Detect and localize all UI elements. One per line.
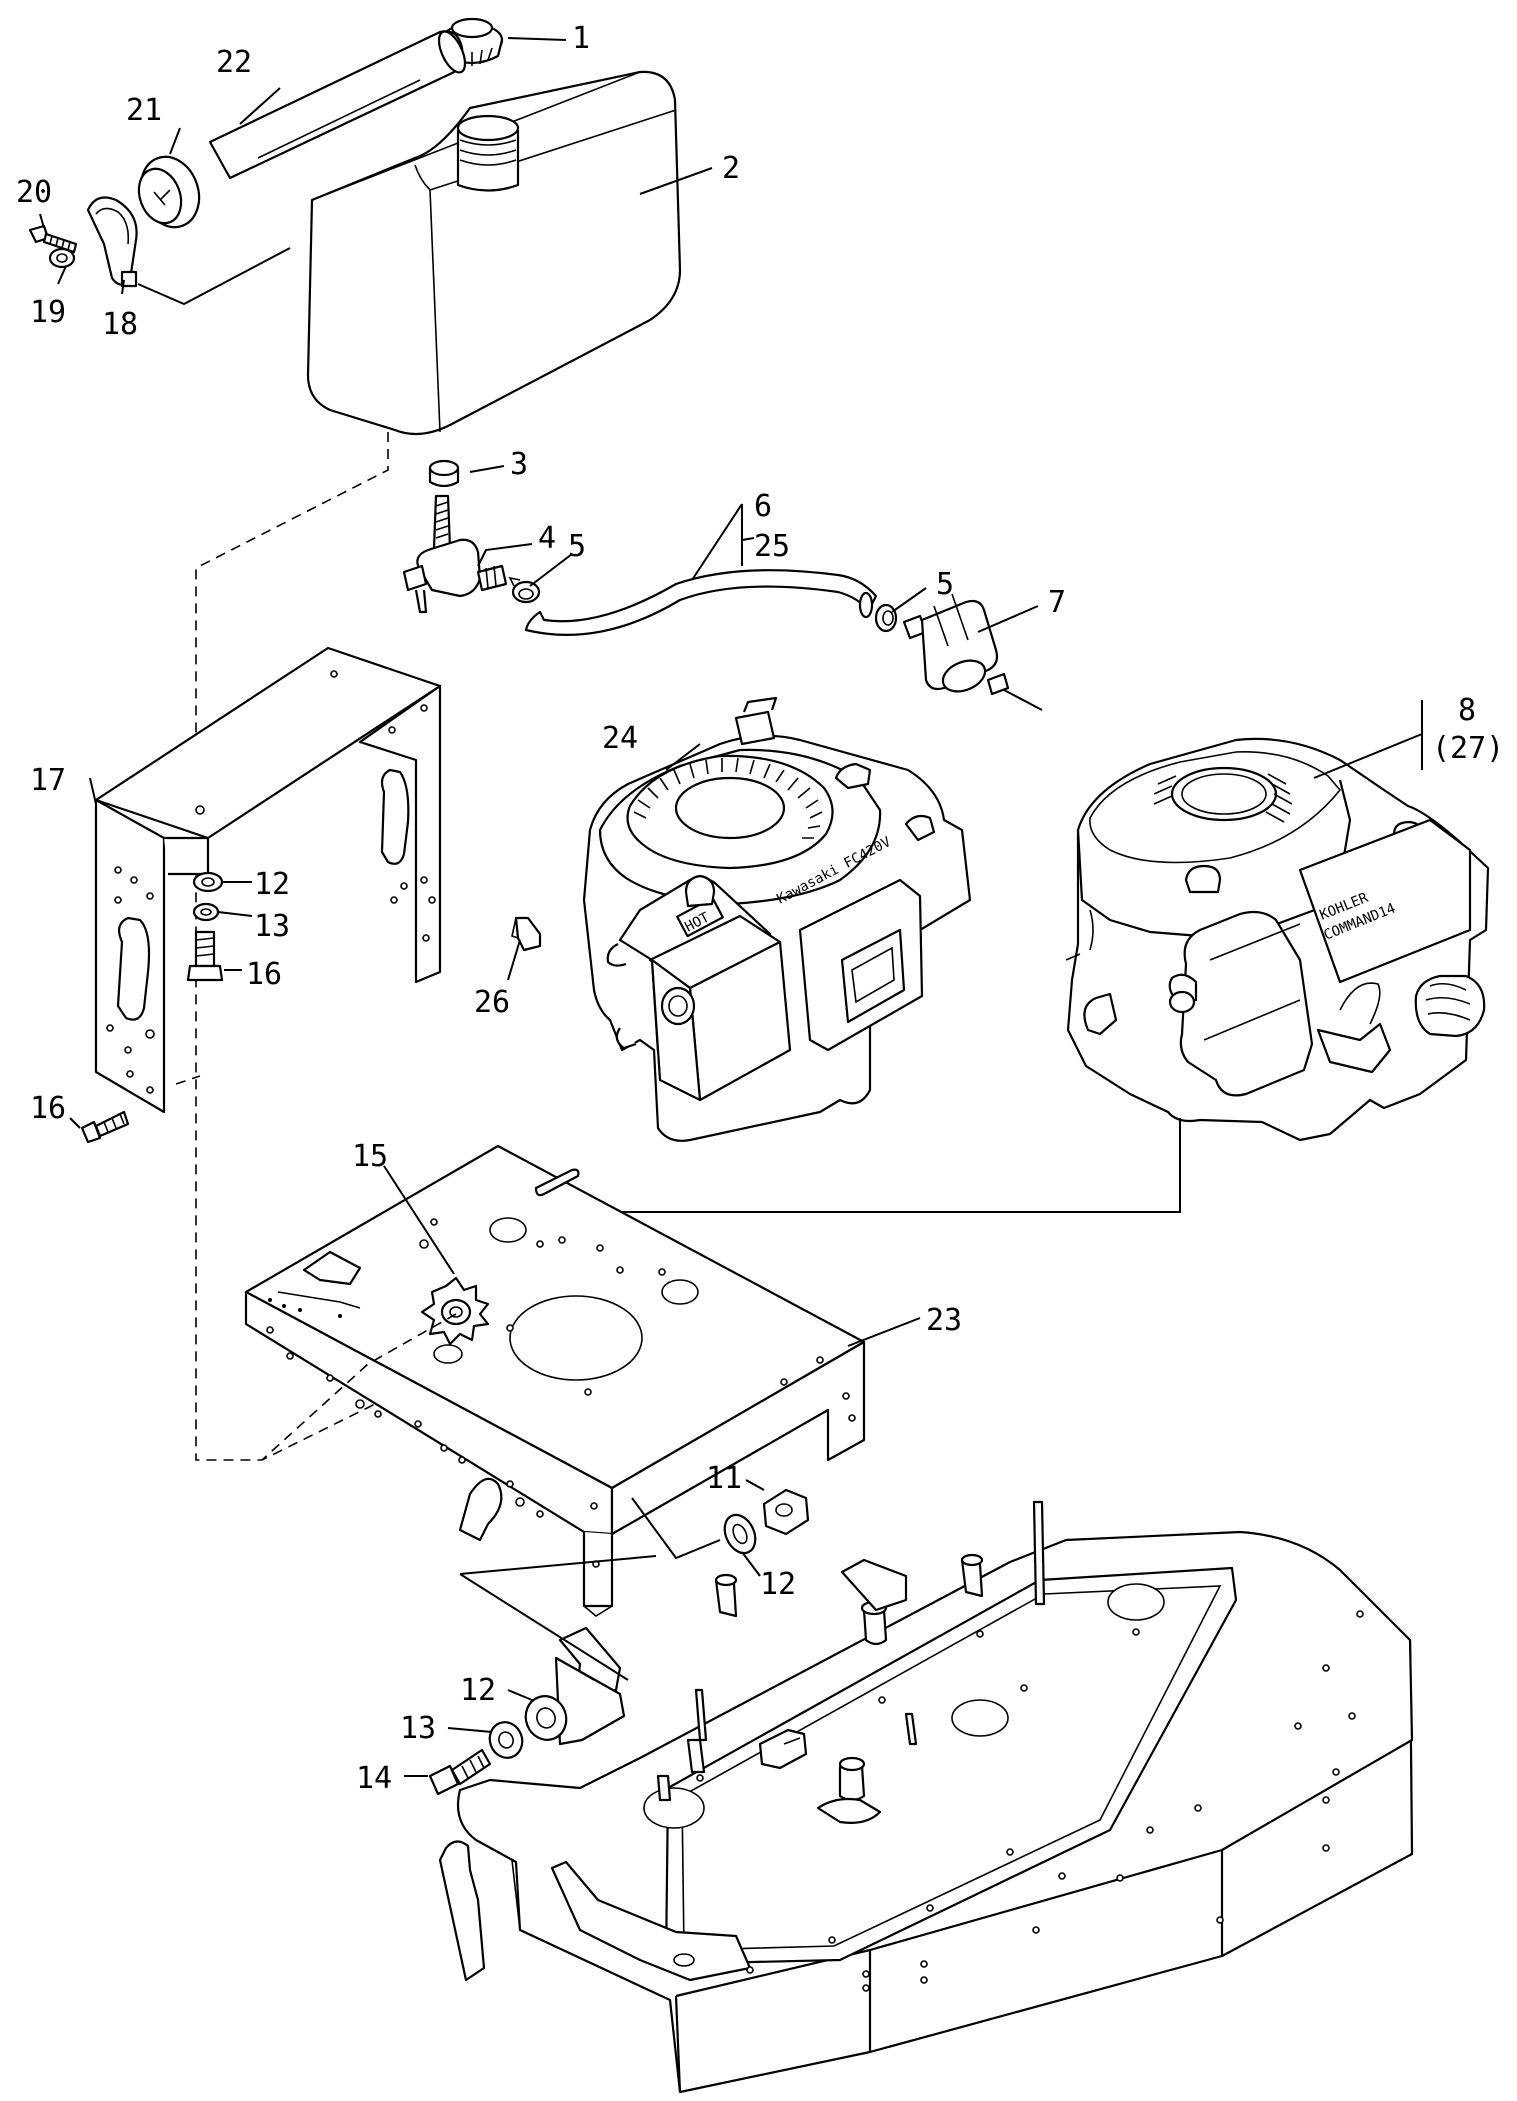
bracket-bolt-upper [186, 930, 224, 982]
deck-bolt-14 [428, 1748, 492, 1796]
engine-mount-bracket [94, 646, 442, 1114]
flat-washer-12-lower [524, 1695, 568, 1741]
callout-7: 7 [1048, 585, 1066, 620]
bracket-lock-washer [192, 902, 220, 922]
callout-13-deck: 13 [400, 1711, 436, 1746]
fuel-line-hose [524, 569, 878, 636]
callout-23: 23 [926, 1303, 962, 1338]
callout-13-bracket: 13 [254, 909, 290, 944]
callout-12-deck: 12 [460, 1673, 496, 1708]
callout-16-upper: 16 [246, 957, 282, 992]
callout-5-left: 5 [568, 529, 586, 564]
callout-21: 21 [126, 93, 162, 128]
lock-washer-13-lower [488, 1721, 524, 1759]
callout-27: (27) [1432, 731, 1504, 766]
fuel-tank [306, 70, 682, 436]
fuel-gauge-tube [208, 30, 467, 180]
callout-2: 2 [722, 151, 740, 186]
callout-12-bracket: 12 [254, 867, 290, 902]
callout-16-lower: 16 [30, 1091, 66, 1126]
bracket-washer [192, 871, 224, 893]
bracket-to-deck-dashed-line [175, 1075, 201, 1085]
callout-26: 26 [474, 985, 510, 1020]
strap-to-tank-leader [137, 247, 291, 306]
bracket-bolt-lower [80, 1110, 130, 1144]
kawasaki-engine: HOT Kawasaki FC420V [582, 696, 972, 1142]
callout-11: 11 [706, 1461, 742, 1496]
strap-screw [28, 224, 78, 254]
hose-clamp-right [874, 603, 898, 633]
strap-washer [48, 247, 76, 269]
callout-3: 3 [510, 447, 528, 482]
washer-to-plate-leader [631, 1497, 721, 1560]
callout-24: 24 [602, 721, 638, 756]
deck-plate-dashed-line [261, 1313, 457, 1461]
fuel-shutoff-valve [402, 494, 508, 614]
flat-washer-12-upper [723, 1513, 757, 1555]
callout-20: 20 [16, 175, 52, 210]
mower-deck [438, 1500, 1414, 2094]
callout-25: 25 [754, 529, 790, 564]
callout-19: 19 [30, 295, 66, 330]
callout-17: 17 [30, 763, 66, 798]
callout-18: 18 [102, 307, 138, 342]
callout-leaders [39, 37, 1423, 1777]
inline-fuel-filter [902, 593, 1010, 696]
hex-nut-11 [762, 1488, 810, 1536]
callout-8: 8 [1458, 693, 1476, 728]
callout-14: 14 [356, 1761, 392, 1796]
star-lock-washer [420, 1276, 490, 1346]
tank-strap-clamp [86, 196, 138, 288]
hose-clamp-left [508, 576, 541, 604]
callout-22: 22 [216, 45, 252, 80]
callout-4: 4 [538, 521, 556, 556]
fuel-outlet-bushing [428, 459, 460, 488]
engine-deck-plate [244, 1144, 866, 1617]
callout-numbers: 1 2 3 4 5 6 25 5 7 8 (27) 22 21 20 19 18… [16, 21, 1504, 1796]
callout-1: 1 [572, 21, 590, 56]
callout-6: 6 [754, 489, 772, 524]
deck-edge-leader [459, 1555, 657, 1681]
callout-12-nut: 12 [760, 1567, 796, 1602]
callout-5-right: 5 [936, 567, 954, 602]
callout-15: 15 [352, 1139, 388, 1174]
wire-clip [511, 916, 542, 952]
gauge-grommet [137, 155, 201, 229]
kohler-engine: KOHLER COMMAND14 [1065, 737, 1490, 1142]
